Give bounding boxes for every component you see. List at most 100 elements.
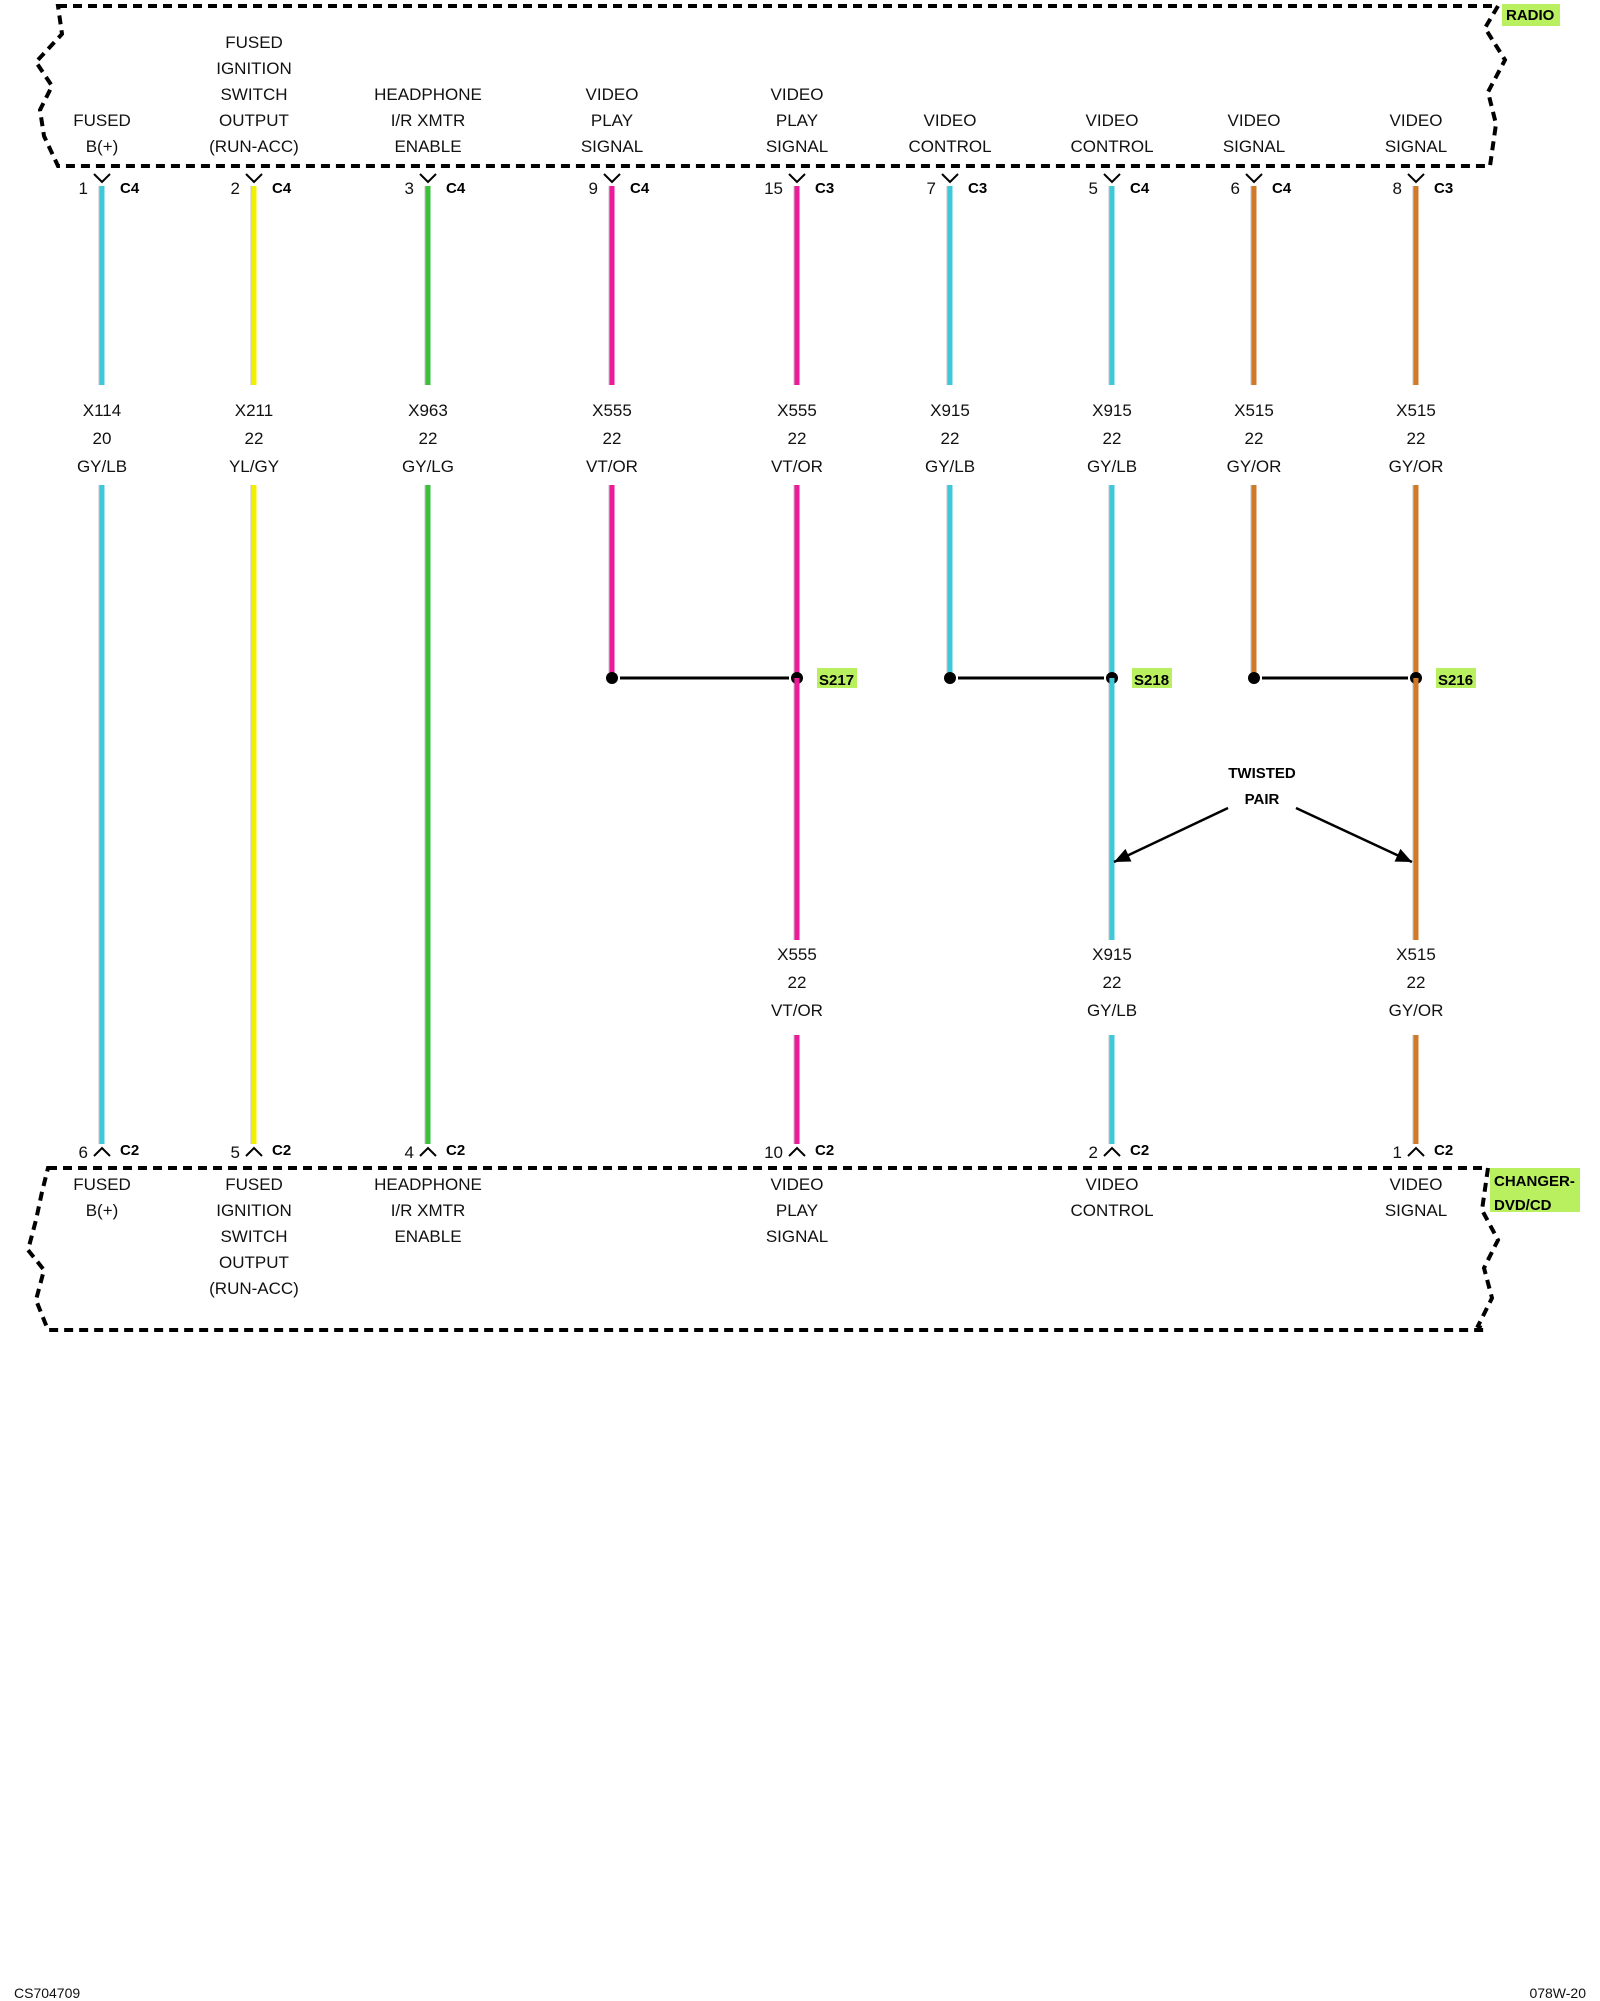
wire-top-label: IGNITION	[216, 59, 292, 78]
wire-color-code: GY/LB	[1087, 457, 1137, 476]
connector-id: C4	[630, 180, 650, 197]
pin-number: 8	[1393, 179, 1402, 198]
connector-mark	[1245, 173, 1263, 184]
annotation-text: TWISTED	[1228, 765, 1296, 782]
circuit-id: X114	[83, 401, 121, 420]
wires-layer	[93, 173, 1425, 1157]
splice-highlight	[817, 668, 857, 688]
connector-id: C2	[1434, 1142, 1453, 1159]
pin-number: 2	[231, 179, 240, 198]
wire-bottom-label: SWITCH	[220, 1227, 287, 1246]
wire-gauge: 22	[941, 429, 960, 448]
wire-bottom-label: SIGNAL	[766, 1227, 828, 1246]
wire-gauge: 22	[1245, 429, 1264, 448]
module-name-changer-line: CHANGER-	[1494, 1173, 1575, 1190]
wire-top-label: FUSED	[225, 33, 283, 52]
pin-number: 9	[589, 179, 598, 198]
changer-name-highlight	[1490, 1168, 1580, 1212]
wire-gauge: 22	[1407, 973, 1426, 992]
wire-color-code: GY/OR	[1227, 457, 1282, 476]
connector-id: C4	[1130, 180, 1150, 197]
pin-number: 1	[1393, 1143, 1402, 1162]
connector-mark	[1407, 1146, 1425, 1157]
connector-id: C2	[1130, 1142, 1149, 1159]
annotation-arrowhead	[1394, 848, 1412, 862]
circuit-id: X211	[235, 401, 273, 420]
wire-top-label: PLAY	[591, 111, 633, 130]
wire-gauge: 22	[1103, 429, 1122, 448]
wire-bottom-label: CONTROL	[1070, 1201, 1153, 1220]
splice-highlight	[1436, 668, 1476, 688]
wire-top-label: I/R XMTR	[391, 111, 466, 130]
wire-gauge: 22	[788, 429, 807, 448]
splice-id: S217	[819, 672, 854, 689]
pin-number: 7	[927, 179, 936, 198]
pin-number: 5	[231, 1143, 240, 1162]
module-name-radio: RADIO	[1506, 7, 1555, 24]
connector-mark	[941, 173, 959, 184]
wire-gauge: 22	[603, 429, 622, 448]
circuit-id: X963	[408, 401, 448, 420]
wire-top-label: VIDEO	[1086, 111, 1139, 130]
wire-top-label: SIGNAL	[581, 137, 643, 156]
wire-gauge: 22	[1407, 429, 1426, 448]
pin-number: 6	[1231, 179, 1240, 198]
connector-id: C3	[968, 180, 987, 197]
wire-color-code: GY/LB	[1087, 1001, 1137, 1020]
connector-id: C4	[272, 180, 292, 197]
wire-bottom-label: VIDEO	[1086, 1175, 1139, 1194]
wire-top-label: VIDEO	[1228, 111, 1281, 130]
wire-top-label: B(+)	[86, 137, 119, 156]
wire-bottom-label: FUSED	[225, 1175, 283, 1194]
wire-bottom-label: (RUN-ACC)	[209, 1279, 299, 1298]
wire-top-label: CONTROL	[1070, 137, 1153, 156]
footer-left-code: CS704709	[14, 1985, 81, 2001]
circuit-id: X915	[1092, 945, 1132, 964]
connector-mark	[93, 1146, 111, 1157]
splice-dot	[944, 672, 956, 684]
radio-name-highlight	[1502, 4, 1560, 26]
wire-gauge: 22	[419, 429, 438, 448]
connector-mark	[603, 173, 621, 184]
annotation-arrowhead	[1114, 848, 1132, 862]
connector-mark	[93, 173, 111, 184]
wire-top-label: VIDEO	[771, 85, 824, 104]
splice-id: S216	[1438, 672, 1473, 689]
wire-gauge: 22	[1103, 973, 1122, 992]
connector-id: C2	[815, 1142, 834, 1159]
wire-top-label: SIGNAL	[1385, 137, 1447, 156]
circuit-id: X515	[1396, 945, 1436, 964]
connector-mark	[788, 173, 806, 184]
pin-number: 5	[1089, 179, 1098, 198]
wire-top-label: ENABLE	[394, 137, 461, 156]
radio-border	[33, 3, 1508, 168]
connector-mark	[1103, 1146, 1121, 1157]
wire-color-code: VT/OR	[771, 457, 823, 476]
wire-color-code: GY/OR	[1389, 1001, 1444, 1020]
circuit-id: X915	[1092, 401, 1132, 420]
wire-bottom-label: I/R XMTR	[391, 1201, 466, 1220]
connector-id: C4	[120, 180, 140, 197]
wire-color-code: GY/OR	[1389, 457, 1444, 476]
splice-highlight	[1132, 668, 1172, 688]
annotation-text: PAIR	[1245, 791, 1280, 808]
wire-top-label: CONTROL	[908, 137, 991, 156]
connector-id: C3	[1434, 180, 1453, 197]
connector-mark	[245, 1146, 263, 1157]
wire-gauge: 22	[245, 429, 264, 448]
changer-border	[25, 1166, 1501, 1332]
wire-bottom-label: PLAY	[776, 1201, 818, 1220]
circuit-id: X555	[592, 401, 632, 420]
wire-top-label: HEADPHONE	[374, 85, 482, 104]
connector-id: C4	[446, 180, 466, 197]
connector-mark	[1103, 173, 1121, 184]
wire-top-label: SIGNAL	[1223, 137, 1285, 156]
wire-top-label: FUSED	[73, 111, 131, 130]
connector-id: C2	[446, 1142, 465, 1159]
pin-number: 3	[405, 179, 414, 198]
wire-bottom-label: ENABLE	[394, 1227, 461, 1246]
module-borders	[25, 3, 1580, 1332]
pin-number: 1	[79, 179, 88, 198]
wire-bottom-label: SIGNAL	[1385, 1201, 1447, 1220]
pin-number: 6	[79, 1143, 88, 1162]
